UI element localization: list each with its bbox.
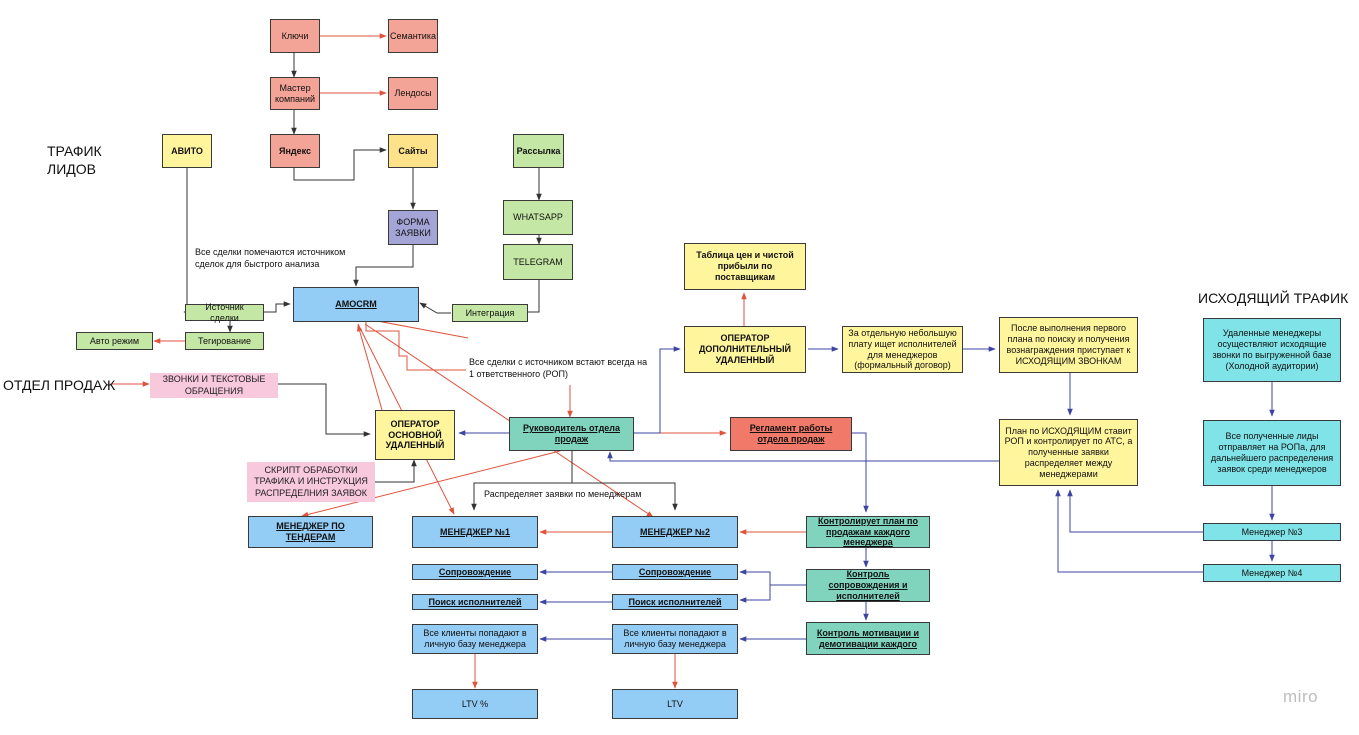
heading-sales-dept: ОТДЕЛ ПРОДАЖ <box>3 377 116 393</box>
node-clients2[interactable]: Все клиенты попадают в личную базу менед… <box>612 624 738 654</box>
node-control-support[interactable]: Контроль сопровождения и исполнителей <box>806 569 930 602</box>
node-script[interactable]: СКРИПТ ОБРАБОТКИ ТРАФИКА И ИНСТРУКЦИЯ РА… <box>247 462 375 502</box>
note-distributes: Распределяет заявки по менеджерам <box>484 489 642 499</box>
node-control-motivation[interactable]: Контроль мотивации и демотивации каждого <box>806 622 930 655</box>
node-manager2[interactable]: МЕНЕДЖЕР №2 <box>612 516 738 548</box>
node-main-operator[interactable]: ОПЕРАТОР ОСНОВНОЙ УДАЛЕННЫЙ <box>375 410 455 460</box>
node-mailing[interactable]: Рассылка <box>513 134 564 168</box>
node-clients1[interactable]: Все клиенты попадают в личную базу менед… <box>412 624 538 654</box>
node-control-plan[interactable]: Контролирует план по продажам каждого ме… <box>806 516 930 548</box>
node-deal-source[interactable]: Источник сделки <box>185 302 264 323</box>
node-sites[interactable]: Сайты <box>388 134 438 168</box>
node-small-fee[interactable]: За отдельную небольшую плату ищет исполн… <box>842 326 963 373</box>
node-telegram[interactable]: TELEGRAM <box>503 244 573 280</box>
node-extra-operator[interactable]: ОПЕРАТОР ДОПОЛНИТЕЛЬНЫЙ УДАЛЕННЫЙ <box>684 326 806 373</box>
node-avito[interactable]: АВИТО <box>162 134 212 168</box>
node-semantics[interactable]: Семантика <box>388 19 438 53</box>
node-support1[interactable]: Сопровождение <box>412 564 538 580</box>
note-source-mark: Все сделки помечаются источником сделок … <box>195 247 346 269</box>
node-campaign-master[interactable]: Мастер компаний <box>270 77 320 110</box>
node-auto-mode[interactable]: Авто режим <box>76 332 153 350</box>
heading-lead-traffic: ТРАФИК ЛИДОВ <box>47 143 102 178</box>
node-regulation[interactable]: Регламент работы отдела продаж <box>730 417 852 451</box>
node-after-plan[interactable]: После выполнения первого плана по поиску… <box>999 317 1138 373</box>
node-integration[interactable]: Интеграция <box>452 304 528 322</box>
node-search1[interactable]: Поиск исполнителей <box>412 594 538 610</box>
node-ltv2[interactable]: LTV <box>612 689 738 719</box>
node-landings[interactable]: Лендосы <box>388 77 438 110</box>
node-tagging[interactable]: Тегирование <box>185 332 264 350</box>
note-one-rop: Все сделки с источником встают всегда на… <box>469 357 648 379</box>
node-amocrm[interactable]: AMOCRM <box>293 287 419 322</box>
node-outgoing-plan[interactable]: План по ИСХОДЯЩИМ ставит РОП и контролир… <box>999 419 1138 486</box>
node-tender-manager[interactable]: МЕНЕДЖЕР ПО ТЕНДЕРАМ <box>248 516 373 548</box>
node-calls-messages[interactable]: ЗВОНКИ И ТЕКСТОВЫЕ ОБРАЩЕНИЯ <box>150 373 278 398</box>
miro-logo: miro <box>1283 687 1319 706</box>
node-ltv1[interactable]: LTV % <box>412 689 538 719</box>
node-manager3[interactable]: Менеджер №3 <box>1203 523 1341 541</box>
node-keys[interactable]: Ключи <box>270 19 320 53</box>
node-leads-sent[interactable]: Все полученные лиды отправляет на РОПа, … <box>1203 420 1341 486</box>
node-support2[interactable]: Сопровождение <box>612 564 738 580</box>
node-price-table[interactable]: Таблица цен и чистой прибыли по поставщи… <box>684 243 806 290</box>
node-manager1[interactable]: МЕНЕДЖЕР №1 <box>412 516 538 548</box>
node-request-form[interactable]: ФОРМА ЗАЯВКИ <box>388 210 438 245</box>
node-search2[interactable]: Поиск исполнителей <box>612 594 738 610</box>
node-sales-head[interactable]: Руководитель отдела продаж <box>509 417 634 451</box>
node-yandex[interactable]: Яндекс <box>270 134 320 168</box>
node-manager4[interactable]: Менеджер №4 <box>1203 564 1341 582</box>
node-whatsapp[interactable]: WHATSAPP <box>503 200 573 235</box>
heading-outgoing-traffic: ИСХОДЯЩИЙ ТРАФИК <box>1198 290 1349 306</box>
node-remote-managers[interactable]: Удаленные менеджеры осуществляют исходящ… <box>1203 318 1341 382</box>
